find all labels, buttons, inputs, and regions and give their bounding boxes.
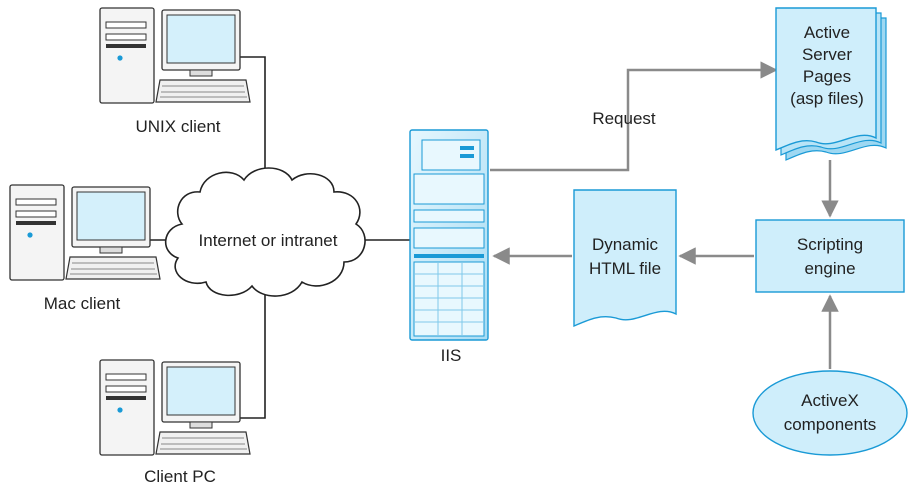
scripting-engine-line-2: engine	[804, 259, 855, 278]
link-pc	[238, 290, 266, 419]
unix-client-computer-icon	[99, 7, 251, 104]
dynamic-html-document-icon	[573, 189, 677, 328]
scripting-engine-box	[755, 219, 905, 293]
activex-line-2: components	[784, 415, 877, 434]
asp-pages-line-4: (asp files)	[790, 89, 864, 108]
request-label: Request	[592, 109, 656, 128]
client-pc-label: Client PC	[144, 467, 216, 486]
iis-label: IIS	[441, 346, 462, 365]
asp-pages-line-3: Pages	[803, 67, 851, 86]
scripting-engine-line-1: Scripting	[797, 235, 863, 254]
dynamic-html-line-2: HTML file	[589, 259, 661, 278]
network-cloud-icon	[164, 167, 366, 297]
activex-line-1: ActiveX	[801, 391, 859, 410]
unix-client-label: UNIX client	[135, 117, 220, 136]
mac-client-computer-icon	[9, 184, 161, 281]
asp-pages-line-1: Active	[804, 23, 850, 42]
asp-pages-document-icon	[775, 7, 887, 161]
network-label: Internet or intranet	[199, 231, 338, 250]
asp-pages-line-2: Server	[802, 45, 852, 64]
iis-server-icon	[409, 129, 489, 341]
activex-components-ellipse	[752, 370, 908, 456]
dynamic-html-line-1: Dynamic	[592, 235, 659, 254]
mac-client-label: Mac client	[44, 294, 121, 313]
link-unix	[238, 56, 266, 185]
client-pc-computer-icon	[99, 359, 251, 456]
request-arrow	[490, 61, 778, 172]
